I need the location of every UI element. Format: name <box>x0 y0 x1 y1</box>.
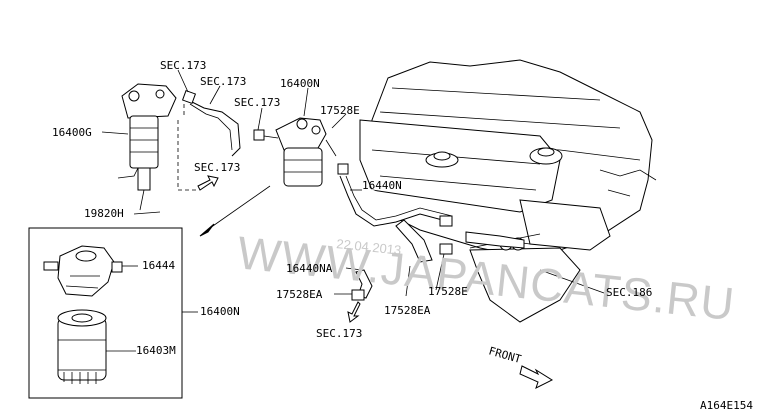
label-16403M[interactable]: 16403M <box>136 344 176 357</box>
fuel-filter-16400N-top <box>263 117 337 187</box>
engine-block <box>359 59 657 323</box>
label-16440N[interactable]: 16440N <box>362 179 402 192</box>
front-arrow <box>519 365 554 389</box>
fuel-hose-16440NA <box>351 269 373 301</box>
diagram-code: A164E154 <box>700 399 753 412</box>
stamp-date: 22.04.2013 <box>336 236 402 258</box>
label-17528E-bottom[interactable]: 17528E <box>428 285 468 298</box>
label-17528EA-left[interactable]: 17528EA <box>276 288 323 301</box>
label-16444[interactable]: 16444 <box>142 259 175 272</box>
fuel-filter-16400G <box>117 83 177 211</box>
detail-box <box>28 227 183 399</box>
label-sec173-arrow[interactable]: SEC.173 <box>194 161 240 174</box>
label-16440NA[interactable]: 16440NA <box>286 262 333 275</box>
label-16400G[interactable]: 16400G <box>52 126 92 139</box>
label-sec173-hose[interactable]: SEC.173 <box>200 75 246 88</box>
label-sec173-bottom[interactable]: SEC.173 <box>316 327 362 340</box>
hose-upper <box>181 89 265 157</box>
label-17528EA-right[interactable]: 17528EA <box>384 304 431 317</box>
label-17528E-top[interactable]: 17528E <box>320 104 360 117</box>
flow-arrow-bottom <box>347 301 361 323</box>
label-16400N-box[interactable]: 16400N <box>200 305 240 318</box>
label-sec173-mid[interactable]: SEC.173 <box>234 96 280 109</box>
flow-arrow-sec173 <box>197 175 219 191</box>
filter-head-16444 <box>43 245 123 297</box>
fuel-hose-16440N <box>337 163 525 263</box>
front-label: FRONT <box>487 344 523 366</box>
label-19820H[interactable]: 19820H <box>84 207 124 220</box>
label-16400N-top[interactable]: 16400N <box>280 77 320 90</box>
label-sec186[interactable]: SEC.186 <box>606 286 652 299</box>
leader-lines <box>101 69 605 352</box>
label-sec173-top[interactable]: SEC.173 <box>160 59 206 72</box>
filter-element-16403M <box>57 309 107 384</box>
